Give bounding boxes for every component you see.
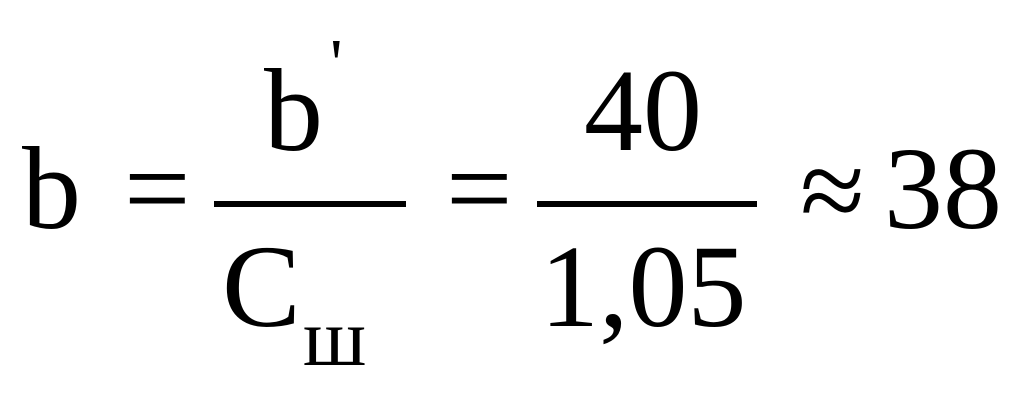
approx-sign: ≈ [800,125,865,256]
fraction-2-numerator: 40 [584,45,702,176]
fraction-1-denominator: C [222,221,301,352]
equals-sign-2: = [446,123,513,254]
fraction-2-bar [537,201,757,207]
fraction-1-denominator-subscript: ш [303,292,367,383]
fraction-1-numerator-prime: ' [330,26,343,103]
result-value: 38 [884,123,1002,254]
equals-sign-1: = [124,123,191,254]
lhs-variable: b [22,123,81,254]
fraction-1-bar [214,201,406,207]
fraction-2-denominator: 1,05 [540,221,747,352]
fraction-1-numerator: b [264,45,323,176]
